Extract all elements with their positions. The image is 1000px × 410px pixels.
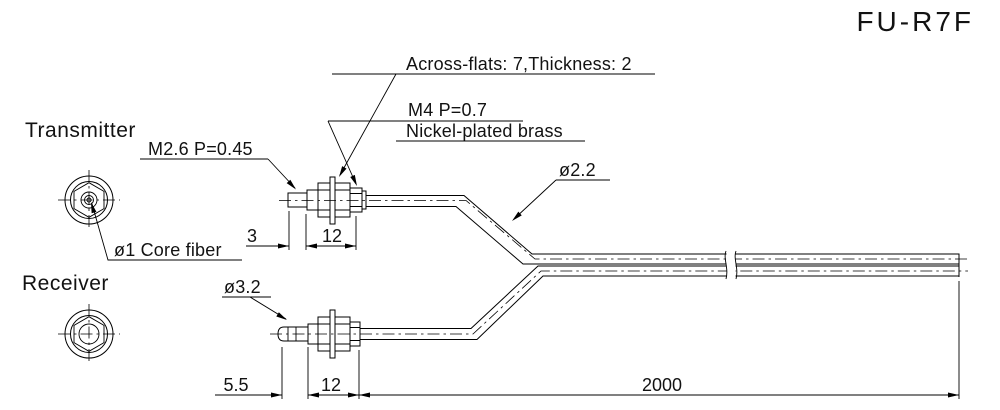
lower-cable-bottom-edge: [360, 275, 959, 340]
extension-lines: [281, 281, 960, 399]
transmitter-centerline: [279, 200, 968, 260]
lens-dia-text: ø3.2: [224, 277, 261, 297]
leader-line: [513, 179, 610, 220]
material-text: Nickel-plated brass: [406, 121, 563, 141]
hex-facet-lines: [318, 323, 330, 345]
leader-line: [327, 120, 523, 185]
nut-circumscribed-circle: [70, 315, 108, 353]
core-fiber-text: ø1 Core fiber: [114, 240, 222, 260]
callout-across-flats: Across-flats: 7,Thickness: 2: [332, 54, 655, 179]
callout-core-fiber: ø1 Core fiber: [88, 201, 242, 261]
core-fiber-circle: [86, 197, 92, 203]
dim-arrowhead: [345, 243, 356, 249]
dim-transmitter: 3 12: [246, 211, 357, 250]
m26-threaded-tip: [287, 192, 308, 208]
hex-facet-lines: [350, 327, 360, 341]
dim-tip-5-5: 5.5: [223, 375, 248, 395]
hex-facet-lines: [335, 189, 350, 211]
leader-arrowhead: [336, 166, 347, 179]
dim-bottom: 5.5 12 2000: [215, 281, 960, 399]
flange-circle: [64, 309, 114, 359]
thread-circle: [80, 191, 98, 209]
lower-cable-top-edge: [360, 265, 959, 329]
dim-arrowhead: [359, 392, 370, 398]
hex-facet-lines: [350, 193, 362, 207]
m4-nut: [349, 187, 363, 213]
dim-arrowhead: [271, 392, 282, 398]
nut-circumscribed-circle: [70, 181, 108, 219]
transmitter-head-side-view: [279, 176, 968, 260]
hex-nut-outline: [73, 316, 105, 352]
leader-line: [91, 203, 242, 261]
upper-cable-bottom-edge: [366, 206, 959, 265]
break-gap-mask: [726, 249, 736, 280]
sheath-dia-text: ø2.2: [559, 160, 596, 180]
ferrule-circle: [84, 195, 94, 205]
dim-arrowhead: [308, 392, 319, 398]
callout-m26: M2.6 P=0.45: [140, 139, 298, 192]
leader-arrowhead: [350, 174, 360, 188]
m4-nut: [349, 321, 361, 347]
dim-arrowhead: [948, 392, 959, 398]
dim-arrowhead: [278, 243, 289, 249]
across-flats-text: Across-flats: 7,Thickness: 2: [406, 54, 632, 74]
leader-line: [140, 158, 296, 189]
drawing-title: FU-R7F: [856, 6, 974, 37]
break-line-right: [734, 250, 738, 280]
lens-circle: [78, 323, 100, 345]
hex-facet-lines: [318, 189, 330, 211]
dim-arrowhead: [306, 243, 317, 249]
lens-tip-barrel: [277, 326, 308, 342]
hex-nut-outline: [73, 182, 105, 218]
m26-thread-text: M2.6 P=0.45: [148, 139, 253, 159]
collar: [306, 189, 319, 211]
transmitter-end-view: [58, 170, 120, 230]
hex-facet-lines: [335, 323, 350, 345]
cable-break-symbol: [724, 249, 738, 280]
hex-nut-left: [317, 182, 331, 218]
hex-nut-right: [334, 182, 351, 218]
callout-sheath-dia: ø2.2: [510, 160, 610, 223]
receiver-head-side-view: [270, 270, 968, 359]
dim-arrowhead: [348, 392, 359, 398]
dim-thread-12-bottom: 12: [321, 375, 341, 395]
transmitter-label: Transmitter: [25, 119, 136, 142]
break-line-left: [724, 250, 728, 280]
leader-line: [222, 296, 287, 320]
dim-cable-2000: 2000: [642, 375, 682, 395]
cable-ferrule: [361, 190, 367, 210]
tip-joint-lines: [287, 327, 297, 341]
m4-thread-text: M4 P=0.7: [408, 100, 487, 120]
callout-lens-dia: ø3.2: [222, 277, 289, 323]
callout-m4-material: M4 P=0.7 Nickel-plated brass: [327, 100, 585, 188]
receiver-label: Receiver: [22, 272, 109, 295]
upper-cable-top-edge: [366, 195, 959, 255]
leader-line: [332, 73, 655, 176]
flange-circle: [64, 175, 114, 225]
cable-assembly: [360, 195, 960, 340]
dim-tip-3: 3: [247, 226, 257, 246]
dim-thread-12-top: 12: [322, 226, 342, 246]
extension-lines: [288, 211, 357, 250]
receiver-centerline: [270, 270, 968, 335]
receiver-end-view: [58, 304, 120, 364]
leader-arrowhead: [276, 312, 289, 323]
